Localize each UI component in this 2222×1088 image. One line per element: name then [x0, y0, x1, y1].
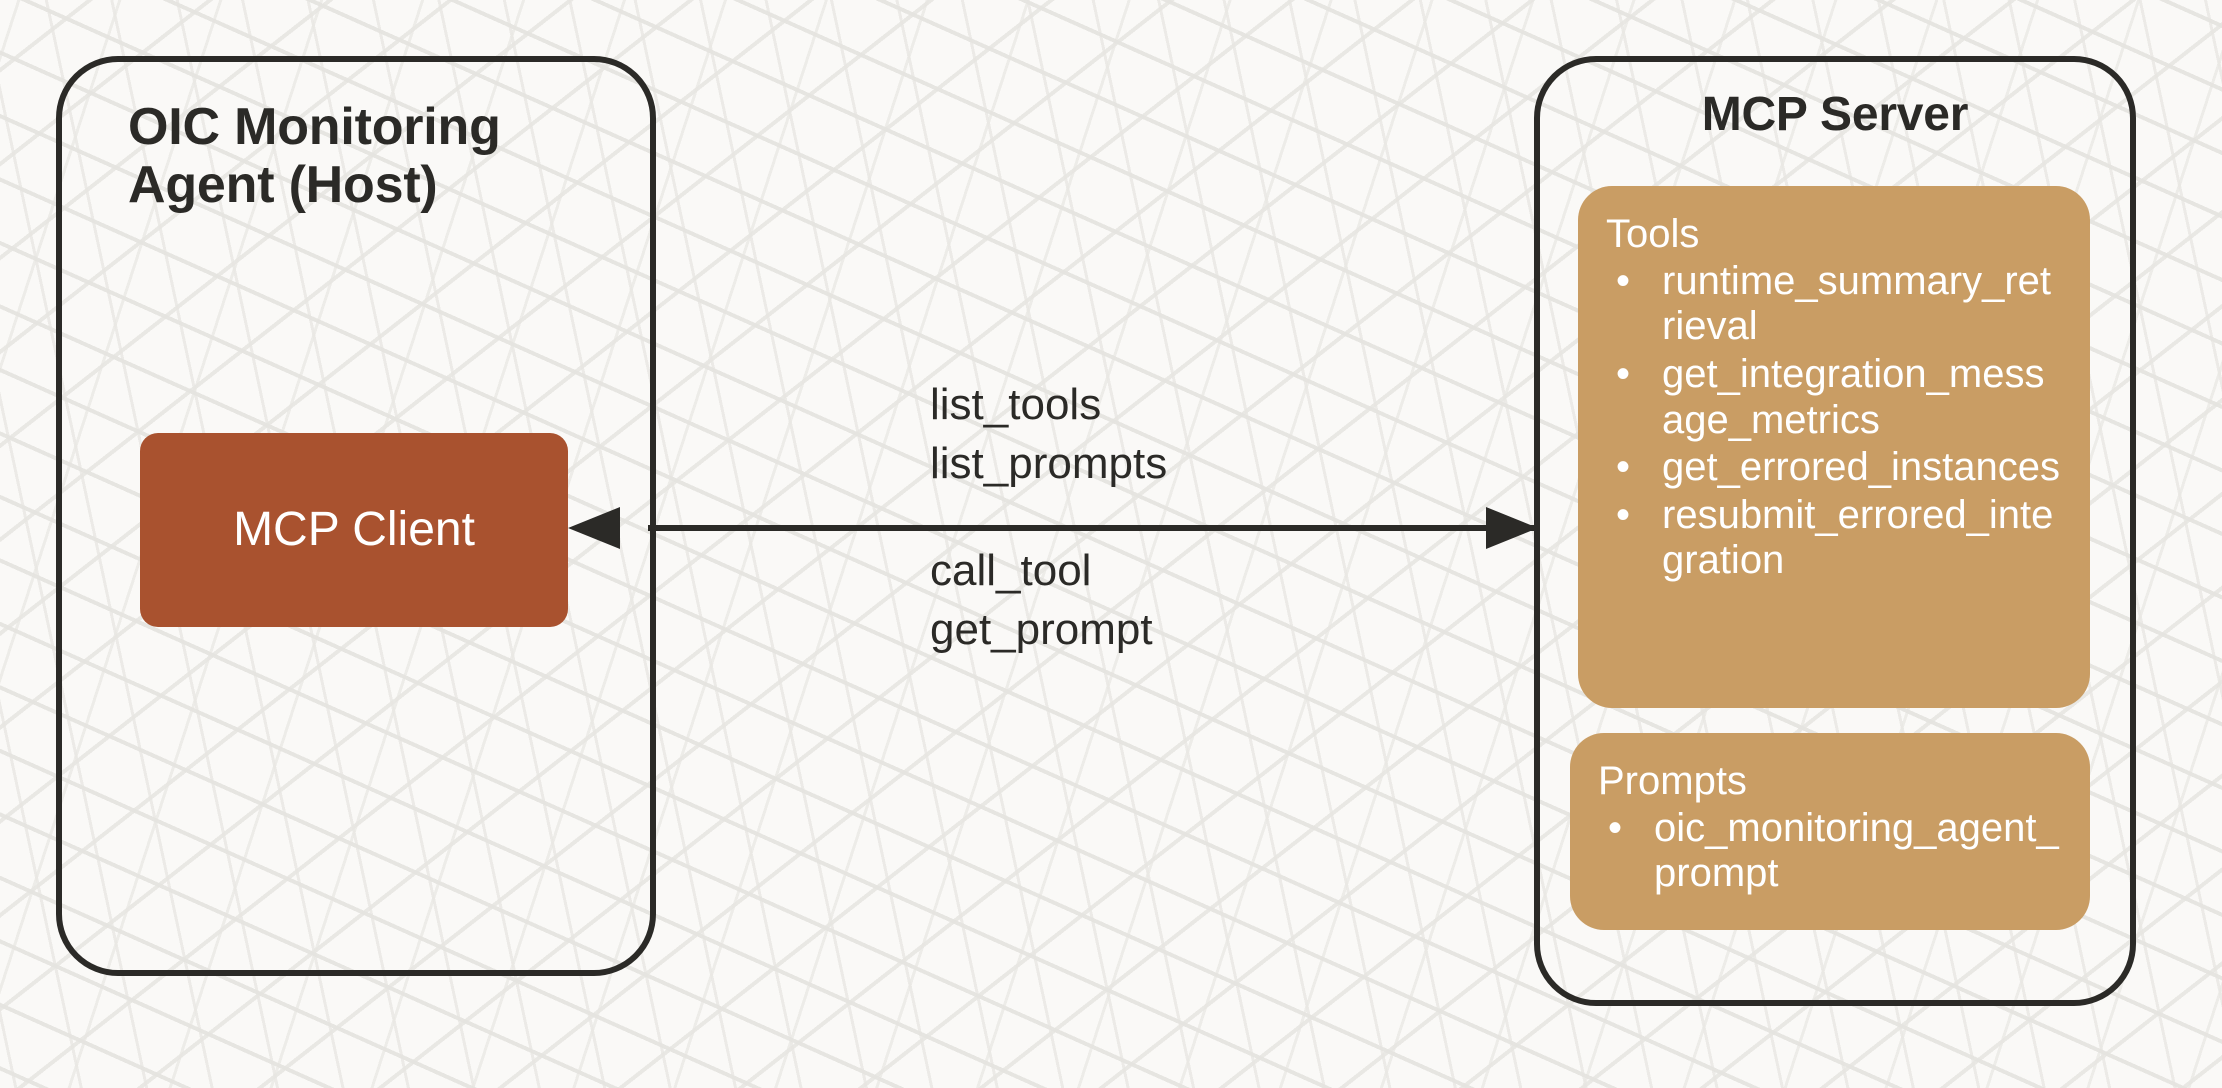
server-panel-title: MCP Server: [1701, 88, 1969, 141]
host-panel-title: OIC Monitoring Agent (Host): [128, 98, 501, 215]
connector-label-discovery: list_tools list_prompts: [930, 380, 1168, 488]
tools-box: Tools • runtime_summary_retrieval • get_int…: [1578, 186, 2090, 708]
tool-item: • get_errored_instances: [1604, 445, 2064, 491]
mcp-client-box[interactable]: MCP Client: [140, 433, 568, 627]
prompts-list: • oic_monitoring_agent_prompt: [1596, 806, 2064, 897]
prompt-item: • oic_monitoring_agent_prompt: [1596, 806, 2064, 897]
mcp-client-label: MCP Client: [233, 502, 475, 556]
connector-label-invocation: call_tool get_prompt: [930, 546, 1153, 654]
tool-item-label: get_integration_message_metrics: [1662, 351, 2045, 442]
tool-item: • resubmit_errored_integration: [1604, 493, 2064, 584]
tools-list: • runtime_summary_retrieval • get_integrati…: [1604, 259, 2064, 584]
arrow-head-right-icon: [1486, 507, 1538, 549]
arrow-head-left-icon: [568, 507, 620, 549]
bullet-icon: •: [1616, 445, 1631, 490]
tools-heading: Tools: [1606, 212, 1700, 256]
bullet-icon: •: [1616, 492, 1631, 537]
bullet-icon: •: [1616, 351, 1631, 396]
prompt-item-label: oic_monitoring_agent_prompt: [1654, 805, 2059, 896]
tool-item-label: resubmit_errored_integration: [1662, 492, 2054, 583]
tool-item: • get_integration_message_metrics: [1604, 352, 2064, 443]
bullet-icon: •: [1608, 805, 1623, 850]
bullet-icon: •: [1616, 258, 1631, 303]
host-panel: [56, 56, 656, 976]
tool-item-label: get_errored_instances: [1662, 445, 2061, 490]
server-panel: [1534, 56, 2136, 1006]
prompts-heading: Prompts: [1598, 759, 1747, 803]
tool-item-label: runtime_summary_retrieval: [1662, 258, 2052, 349]
connector-line: [648, 525, 1538, 531]
tool-item: • runtime_summary_retrieval: [1604, 259, 2064, 350]
prompts-box: Prompts • oic_monitoring_agent_prompt: [1570, 733, 2090, 930]
